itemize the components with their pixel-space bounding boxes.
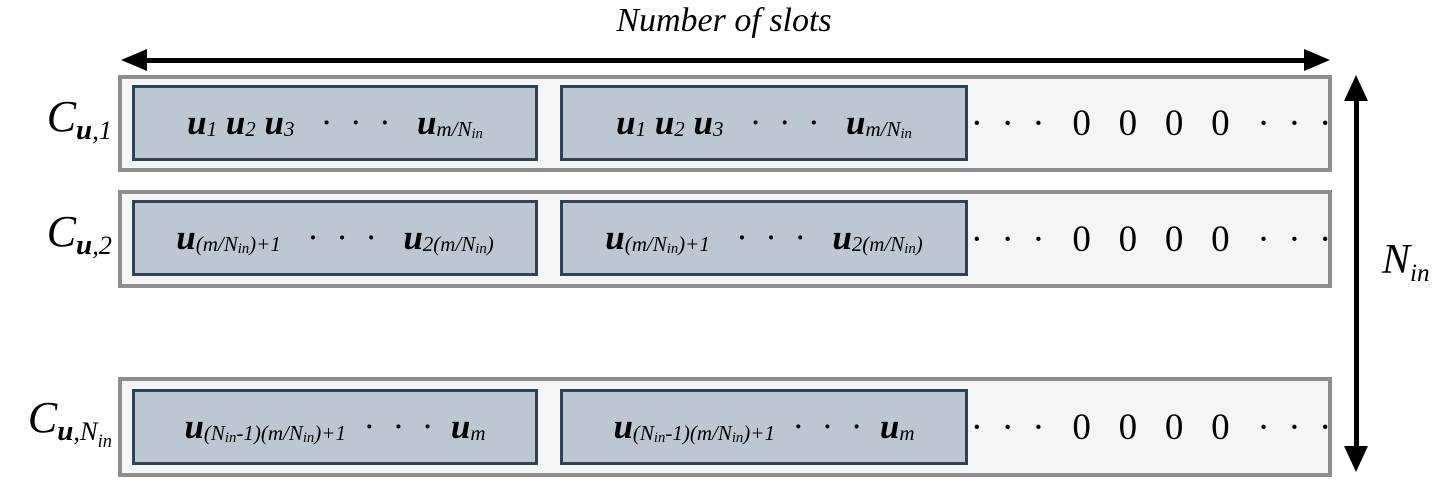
row-label-cu2: Cu,2 (46, 207, 112, 262)
number-of-slots-arrow (121, 48, 1330, 72)
row-label-cu-nin: Cu,Nin (27, 393, 112, 451)
nin-arrow (1343, 75, 1369, 472)
arrowhead-down-icon (1344, 446, 1368, 472)
vertical-arrow-line (1353, 91, 1359, 456)
row-label-cu1: Cu,1 (46, 92, 112, 147)
arrowhead-right-icon (1304, 49, 1330, 71)
nin-label: Nin (1382, 237, 1430, 287)
zero-padding: · · · 0 0 0 0 · · · (970, 103, 1332, 144)
number-of-slots-title: Number of slots (616, 2, 832, 39)
zero-padding: · · · 0 0 0 0 · · · (970, 218, 1332, 260)
arrowhead-left-icon (121, 49, 147, 71)
horizontal-arrow-line (137, 58, 1314, 63)
zero-padding: · · · 0 0 0 0 · · · (970, 406, 1332, 448)
